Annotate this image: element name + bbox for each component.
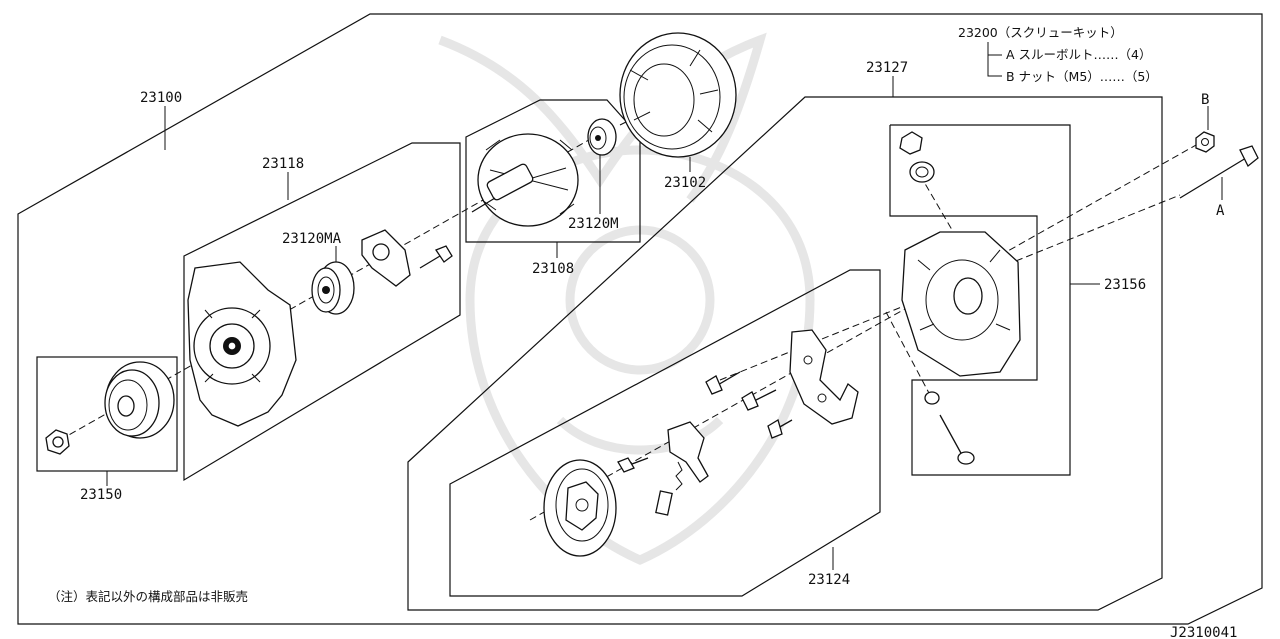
- bearing-23120MA-part: [311, 261, 355, 315]
- leader-lines: [106, 42, 1223, 570]
- label-23108: 23108: [532, 261, 574, 277]
- retainer-plate-part: [361, 229, 411, 287]
- frame-23127: [407, 96, 1163, 611]
- frame-23100: [17, 13, 1263, 625]
- screw-kit-legend: 23200（スクリューキット） A スルーボルト‥‥‥（4） B ナット（M5）…: [958, 25, 1158, 84]
- pulley-nut-part: [45, 429, 70, 455]
- label-23118: 23118: [262, 156, 304, 172]
- note-text: （注）表記以外の構成部品は非販売: [48, 589, 248, 604]
- frame-23124: [449, 269, 881, 597]
- front-housing-part: [901, 231, 1021, 377]
- housing-nuts-part: [899, 131, 935, 183]
- brush-holder-plate-part: [789, 329, 859, 425]
- label-23150: 23150: [80, 487, 122, 503]
- screw-kit-line-b: B ナット（M5）‥‥‥（5）: [1006, 69, 1158, 84]
- through-bolt-a-part: [1179, 145, 1259, 199]
- bearing-23120M-part: [587, 118, 617, 156]
- pulley-part: [104, 361, 175, 439]
- nut-b-part: [1195, 131, 1215, 153]
- diagram-code: J2310041: [1170, 625, 1237, 639]
- label-23156: 23156: [1104, 277, 1146, 293]
- plate-screw-part: [419, 245, 453, 269]
- screw-kit-title: 23200（スクリューキット）: [958, 25, 1123, 40]
- stator-part: [619, 32, 737, 158]
- frame-23156: [889, 124, 1071, 476]
- label-23120MA: 23120MA: [282, 231, 342, 247]
- label-23102: 23102: [664, 175, 706, 191]
- rear-cover-part: [543, 459, 617, 557]
- label-23127: 23127: [866, 60, 908, 76]
- housing-bolt-part: [924, 391, 975, 465]
- screw-kit-line-a: A スルーボルト‥‥‥（4）: [1006, 47, 1152, 62]
- rotor-part: [471, 133, 579, 227]
- callout-b: B: [1201, 92, 1209, 108]
- label-23100: 23100: [140, 90, 182, 106]
- label-23124: 23124: [808, 572, 850, 588]
- frame-23118: [183, 142, 461, 482]
- regulator-bolts-part: [705, 371, 793, 439]
- label-23120M: 23120M: [568, 216, 619, 232]
- callout-a: A: [1216, 203, 1225, 219]
- brush-assy-part: [617, 421, 709, 516]
- rear-housing-part: [187, 261, 297, 427]
